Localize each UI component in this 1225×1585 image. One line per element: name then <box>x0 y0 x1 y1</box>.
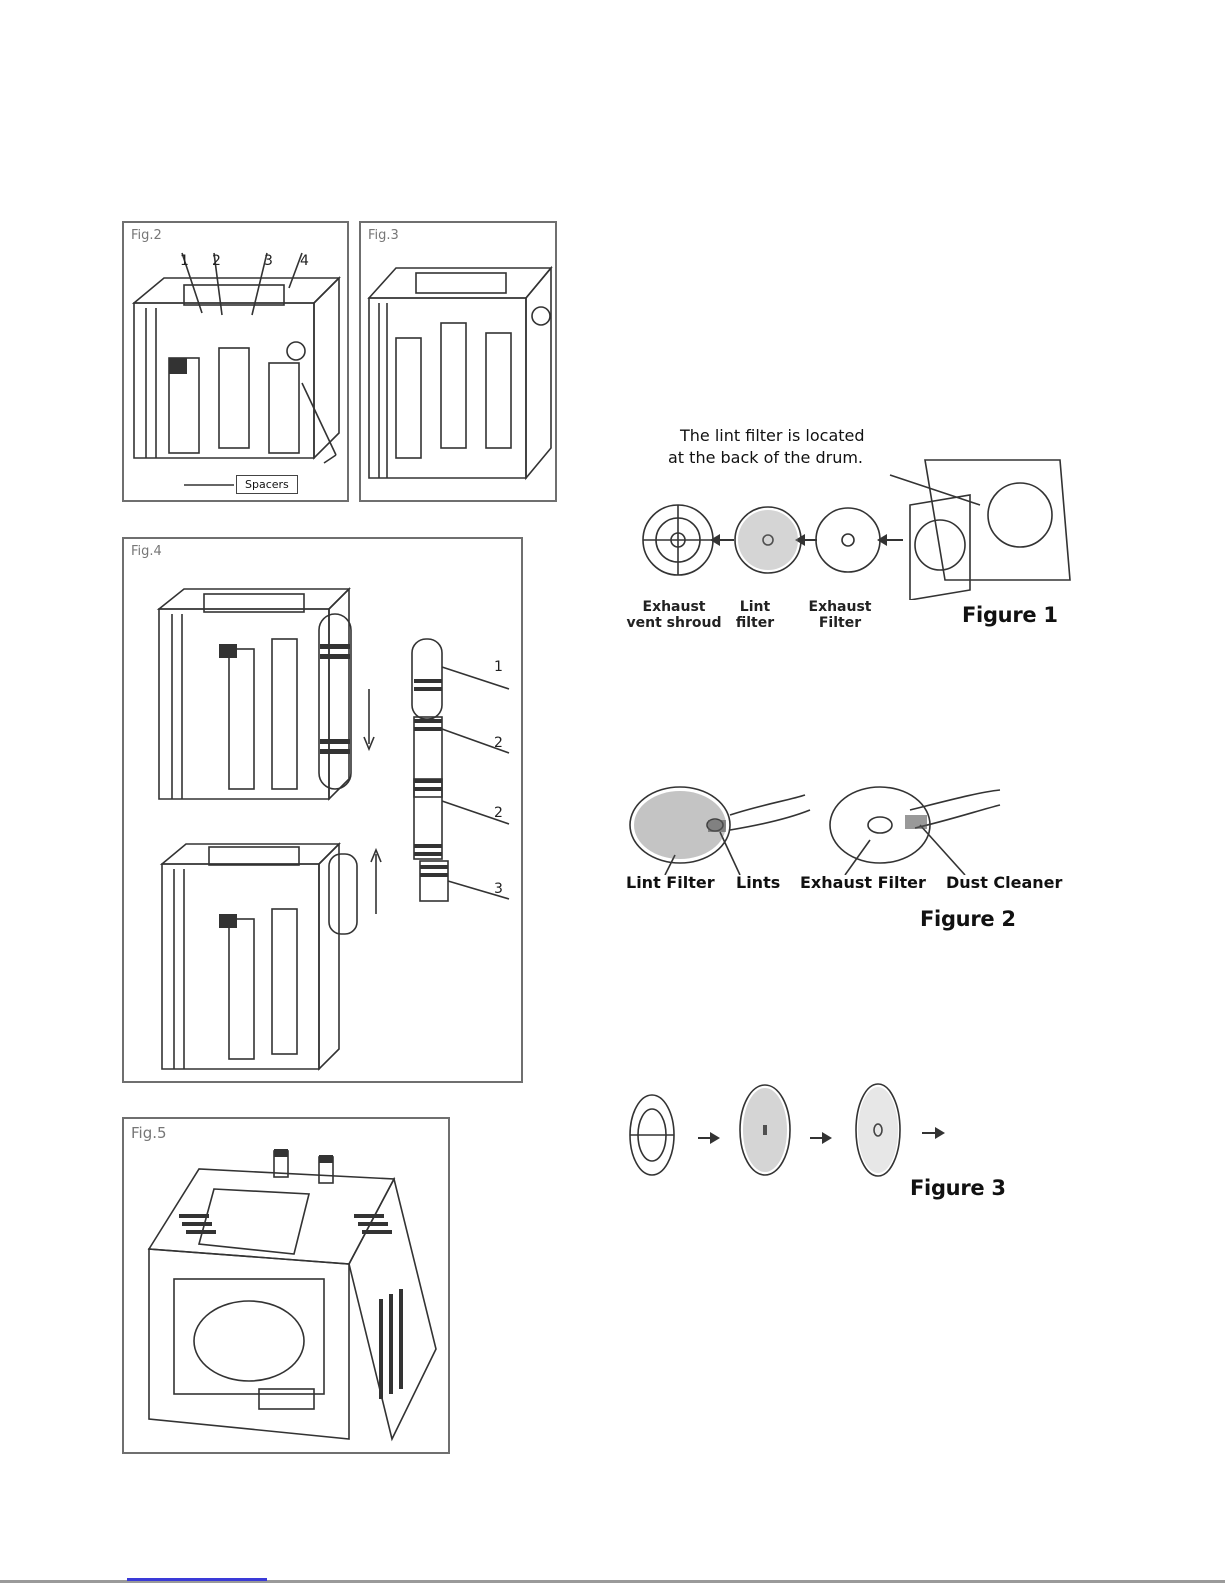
fig4-duct-drawing <box>124 539 525 1085</box>
figure1-item-1-line2: vent shroud <box>627 615 722 631</box>
figure2-caption: Figure 2 <box>920 907 1016 931</box>
fig2-part-4: 4 <box>300 253 309 269</box>
fig4-part-2a: 2 <box>494 735 503 751</box>
figure2-label-exhaust-filter: Exhaust Filter <box>800 873 926 892</box>
figure1-item-lint-filter: Lint filter <box>730 599 780 631</box>
fig5-dryer-drawing <box>124 1119 452 1456</box>
figure2-label-lints: Lints <box>736 873 780 892</box>
fig4-part-3: 3 <box>494 881 503 897</box>
figure2-label-dust-cleaner: Dust Cleaner <box>946 873 1062 892</box>
figure1-drawing <box>620 440 1080 600</box>
fig2-part-2: 2 <box>212 253 221 269</box>
figure1-item-3-line2: Filter <box>819 615 861 631</box>
bottom-link-underline[interactable] <box>127 1578 267 1581</box>
fig4-panel: Fig.4 <box>122 537 523 1083</box>
fig2-dryer-drawing <box>124 223 351 504</box>
fig4-part-1: 1 <box>494 659 503 675</box>
fig2-spacers-label: Spacers <box>236 475 298 494</box>
fig4-part-2b: 2 <box>494 805 503 821</box>
figure1-item-1-line1: Exhaust <box>643 599 706 615</box>
fig3-panel: Fig.3 <box>359 221 557 502</box>
fig2-panel: Fig.2 1 2 3 4 Spacers <box>122 221 349 502</box>
figure2-label-lint-filter: Lint Filter <box>626 873 715 892</box>
fig3-dryer-drawing <box>361 223 559 504</box>
figure2-drawing <box>620 780 1050 875</box>
figure1-item-3-line1: Exhaust <box>809 599 872 615</box>
figure1-caption: Figure 1 <box>962 603 1058 627</box>
fig2-part-1: 1 <box>180 253 189 269</box>
figure1-item-2-line1: Lint <box>740 599 770 615</box>
fig2-part-3: 3 <box>264 253 273 269</box>
figure1-item-exhaust-filter: Exhaust Filter <box>800 599 880 631</box>
figure1-item-2-line2: filter <box>736 615 774 631</box>
figure3-drawing <box>620 1080 950 1190</box>
fig5-panel: Fig.5 <box>122 1117 450 1454</box>
figure3-caption: Figure 3 <box>910 1176 1006 1200</box>
figure1-item-exhaust-vent-shroud: Exhaust vent shroud <box>624 599 724 631</box>
